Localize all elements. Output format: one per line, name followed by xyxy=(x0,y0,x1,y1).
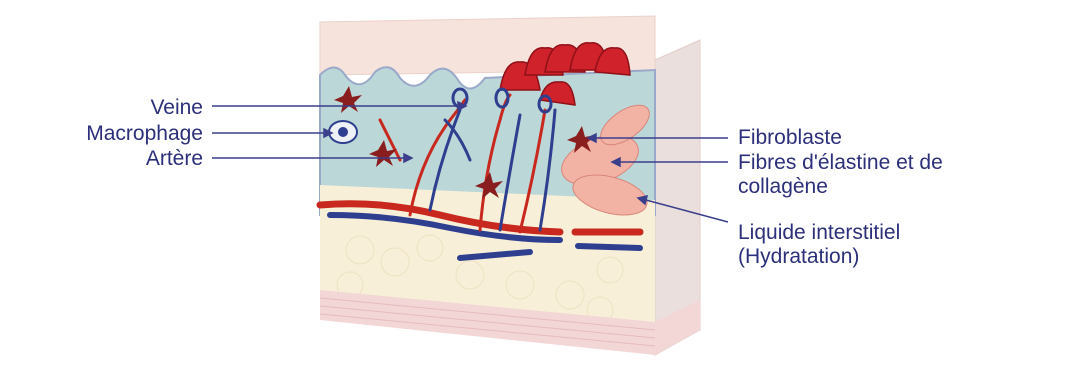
label-veine: Veine xyxy=(60,97,203,119)
label-liquide-line2: (Hydratation) xyxy=(738,246,859,268)
label-fibres-line2: collagène xyxy=(738,176,828,198)
label-macrophage: Macrophage xyxy=(0,123,203,145)
label-liquide-line1: Liquide interstitiel xyxy=(738,222,900,244)
macrophage-cell xyxy=(329,121,357,143)
label-fibres-line1: Fibres d'élastine et de xyxy=(738,152,943,174)
label-artere: Artère xyxy=(60,148,203,170)
label-fibroblaste: Fibroblaste xyxy=(738,127,842,149)
